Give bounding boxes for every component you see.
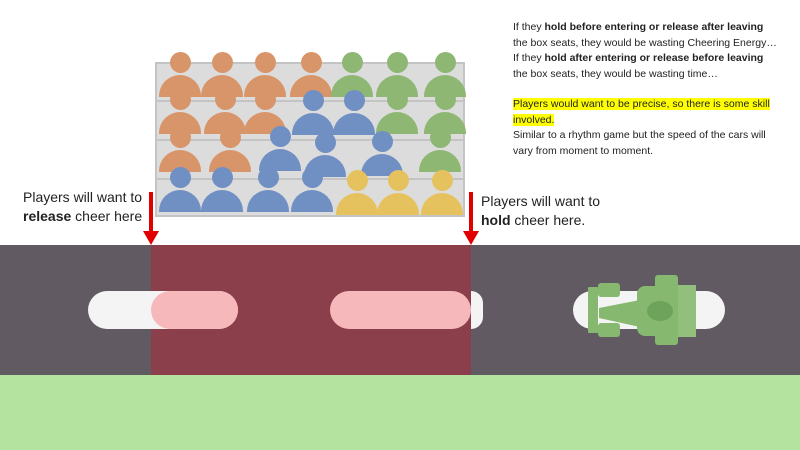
notes-text: If they hold before entering or release … <box>513 20 778 159</box>
spectator-body <box>377 193 419 215</box>
spectator-head <box>270 126 291 147</box>
spectator-head <box>372 131 393 152</box>
spectator-head <box>303 90 324 111</box>
spectator-head <box>387 52 408 73</box>
spectator-body <box>292 113 334 135</box>
spectator-body <box>421 193 463 215</box>
spectator-head <box>344 90 365 111</box>
note-4: Similar to a rhythm game but the speed o… <box>513 129 766 157</box>
spectator-body <box>291 190 333 212</box>
spectator-body <box>376 112 418 134</box>
spectator-head <box>435 89 456 110</box>
spectator-body <box>259 149 301 171</box>
release-arrow <box>149 192 153 232</box>
spectator-head <box>170 89 191 110</box>
spectator-head <box>170 167 191 188</box>
spectator-body <box>159 75 201 97</box>
spectator-head <box>255 52 276 73</box>
spectator-body <box>419 150 461 172</box>
spectator-body <box>159 112 201 134</box>
spectator-head <box>432 170 453 191</box>
spectator-head <box>430 127 451 148</box>
note-highlight: Players would want to be precise, so the… <box>513 98 770 126</box>
spectator-head <box>212 52 233 73</box>
spectator-head <box>258 167 279 188</box>
spectator-head <box>212 167 233 188</box>
spectator-head <box>215 89 236 110</box>
spectator-head <box>315 132 336 153</box>
note-2: If they hold after entering or release b… <box>513 52 764 80</box>
spectator-head <box>302 167 323 188</box>
spectator-body <box>376 75 418 97</box>
spectator-body <box>290 75 332 97</box>
lane-dash-in-zone <box>151 291 238 329</box>
spectator-head <box>220 127 241 148</box>
spectator-body <box>244 75 286 97</box>
spectator-body <box>333 113 375 135</box>
release-label: Players will want to release cheer here <box>23 189 143 224</box>
spectator-body <box>336 193 378 215</box>
spectator-body <box>209 150 251 172</box>
spectator-body <box>159 190 201 212</box>
spectator-body <box>247 190 289 212</box>
grass <box>0 375 800 450</box>
lane-dash <box>471 291 483 329</box>
hold-arrow <box>469 192 473 232</box>
spectator-head <box>435 52 456 73</box>
spectator-head <box>255 89 276 110</box>
spectator-head <box>170 127 191 148</box>
spectator-body <box>159 150 201 172</box>
lane-dash-in-zone <box>330 291 471 329</box>
spectator-head <box>170 52 191 73</box>
spectator-body <box>424 75 466 97</box>
spectator-body <box>331 75 373 97</box>
spectator-head <box>388 170 409 191</box>
hold-label: Players will want to hold cheer here. <box>481 193 601 228</box>
note-1: If they hold before entering or release … <box>513 21 777 49</box>
seat-row-divider <box>155 139 465 141</box>
release-arrow-head <box>143 231 159 245</box>
race-car-icon <box>588 275 696 345</box>
spectator-head <box>347 170 368 191</box>
spectator-head <box>387 89 408 110</box>
spectator-body <box>201 190 243 212</box>
spectator-head <box>342 52 363 73</box>
spectator-head <box>301 52 322 73</box>
hold-arrow-head <box>463 231 479 245</box>
